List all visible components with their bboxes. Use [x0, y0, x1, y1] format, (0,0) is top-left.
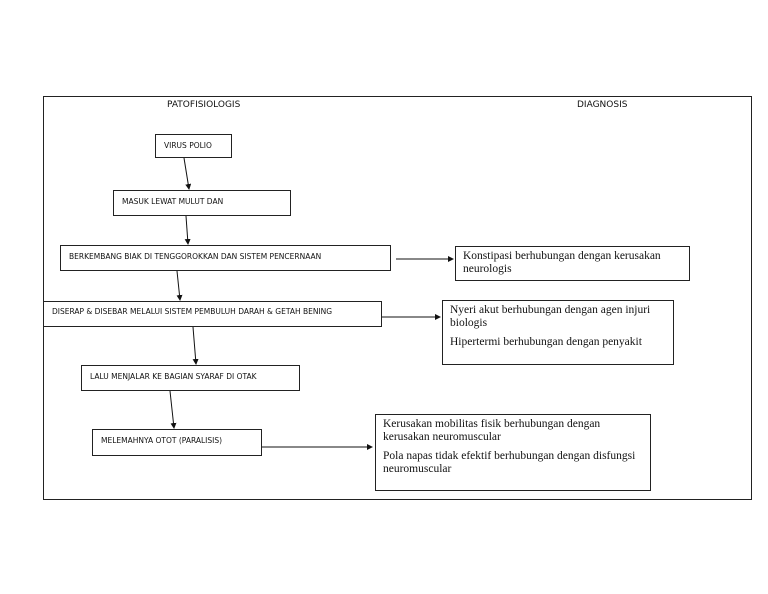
header-diagnosis: DIAGNOSIS [577, 100, 628, 110]
flow-box-virus-polio: VIRUS POLIO [155, 134, 232, 158]
flow-box-berkembang: BERKEMBANG BIAK DI TENGGOROKKAN DAN SIST… [60, 245, 391, 271]
flow-box-diserap: DISERAP & DISEBAR MELALUI SISTEM PEMBULU… [43, 301, 382, 327]
diagram-frame [43, 96, 752, 500]
arrow [183, 157, 192, 190]
header-patofisiologis: PATOFISIOLOGIS [167, 100, 241, 110]
diagnosis-text: Kerusakan mobilitas fisik berhubungan de… [383, 418, 601, 443]
diagnosis-text: Nyeri akut berhubungan dengan agen injur… [450, 304, 651, 329]
arrow [192, 326, 199, 365]
diagnosis-box-2: Nyeri akut berhubungan dengan agen injur… [442, 300, 674, 365]
flow-box-masuk: MASUK LEWAT MULUT DAN [113, 190, 291, 216]
flow-box-melemah: MELEMAHNYA OTOT (PARALISIS) [92, 429, 262, 456]
diagnosis-box-1: Konstipasi berhubungan dengan kerusakan … [455, 246, 690, 281]
diagnosis-text: Hipertermi berhubungan dengan penyakit [450, 336, 642, 348]
flow-box-menjalar: LALU MENJALAR KE BAGIAN SYARAF DI OTAK [81, 365, 300, 391]
diagnosis-text: Pola napas tidak efektif berhubungan den… [383, 450, 636, 475]
diagnosis-box-3: Kerusakan mobilitas fisik berhubungan de… [375, 414, 651, 491]
arrow [184, 215, 191, 245]
arrow [176, 270, 183, 301]
diagnosis-text: Konstipasi berhubungan dengan kerusakan … [463, 250, 661, 275]
arrow [169, 390, 177, 429]
